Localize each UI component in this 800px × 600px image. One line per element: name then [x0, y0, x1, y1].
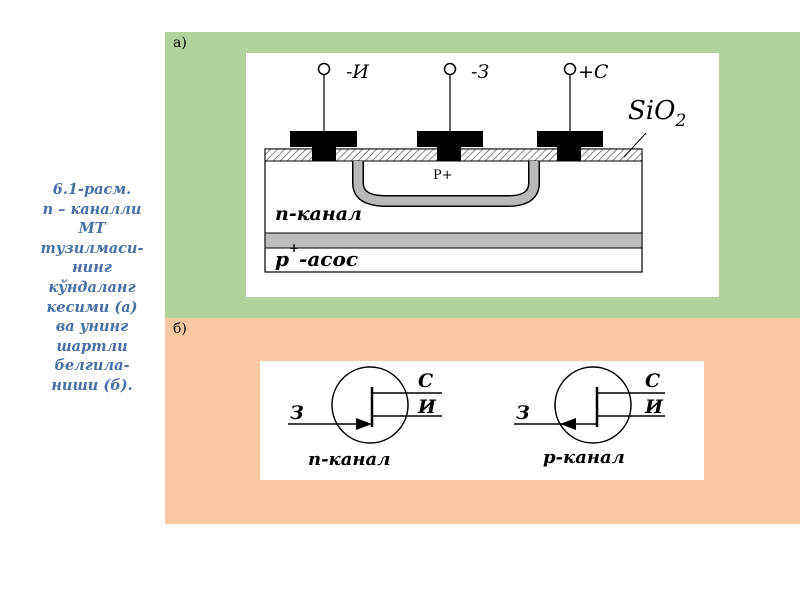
- n-channel-symbol: З С И n-канал: [288, 366, 442, 470]
- p-region-label: P+: [433, 168, 453, 183]
- source-electrode: [290, 131, 357, 147]
- drain-electrode: [537, 131, 603, 147]
- drain-label: +С: [578, 61, 609, 83]
- p-source-label: И: [644, 396, 664, 418]
- n-gate-label: З: [290, 402, 304, 424]
- p-region-fill: [353, 161, 539, 206]
- caption-line: шартли: [56, 337, 128, 355]
- caption-line: ниши (б).: [51, 376, 133, 394]
- n-drain-label: С: [418, 370, 433, 392]
- panel-a-label: а): [173, 35, 187, 51]
- channel-label: n-канал: [275, 203, 362, 225]
- panel-b-label: б): [173, 321, 187, 337]
- panel-a-cross-section: а): [165, 32, 800, 318]
- caption-line: n – каналли: [42, 200, 142, 218]
- gate-electrode: [417, 131, 483, 147]
- gate-terminal-icon: [443, 62, 457, 76]
- caption-line: ва унинг: [55, 318, 129, 336]
- oxide-pointer: [623, 132, 647, 158]
- substrate-label: p+-асос: [275, 241, 358, 271]
- figure-caption: 6.1-расм. n – каналли МТ тузилмаси- нинг…: [22, 180, 162, 396]
- source-label: -И: [346, 61, 369, 83]
- drain-terminal-icon: [563, 62, 577, 76]
- cross-section-card: -И -З +С SiO2 P+ n-канал p+-асос: [246, 53, 719, 297]
- substrate-band: [264, 232, 643, 249]
- symbols-card: З С И n-канал З С И p-канал: [260, 361, 704, 480]
- source-terminal-icon: [317, 62, 331, 76]
- p-gate-label: З: [516, 402, 530, 424]
- oxide-label: SiO2: [628, 96, 686, 131]
- p-symbol-caption: p-канал: [543, 447, 625, 468]
- substrate-body: [264, 148, 643, 273]
- p-arrow-icon: [560, 418, 576, 430]
- caption-line: тузилмаси-: [40, 239, 144, 257]
- caption-line: белгила-: [54, 357, 130, 375]
- caption-line: нинг: [72, 259, 112, 277]
- transistor-symbols-diagram: З С И n-канал З С И p-канал: [288, 366, 665, 470]
- p-symbol-circle: [554, 366, 632, 444]
- n-symbol-circle: [331, 366, 409, 444]
- caption-line: кўндаланг: [48, 278, 136, 296]
- p-channel-symbol: З С И p-канал: [514, 366, 665, 468]
- drain-contact: [557, 147, 581, 161]
- p-drain-label: С: [645, 370, 660, 392]
- caption-line: кесими (а): [46, 298, 138, 316]
- panel-b-symbols: б) З С И n-канал: [165, 318, 800, 524]
- n-symbol-caption: n-канал: [308, 449, 390, 470]
- source-contact: [312, 147, 336, 161]
- caption-line: 6.1-расм.: [52, 181, 132, 198]
- mosfet-cross-section-diagram: -И -З +С SiO2 P+ n-канал p+-асос: [264, 61, 686, 273]
- n-arrow-icon: [356, 418, 372, 430]
- gate-contact: [437, 147, 461, 161]
- n-source-label: И: [417, 396, 437, 418]
- caption-line: МТ: [78, 220, 106, 238]
- gate-label: -З: [471, 61, 489, 83]
